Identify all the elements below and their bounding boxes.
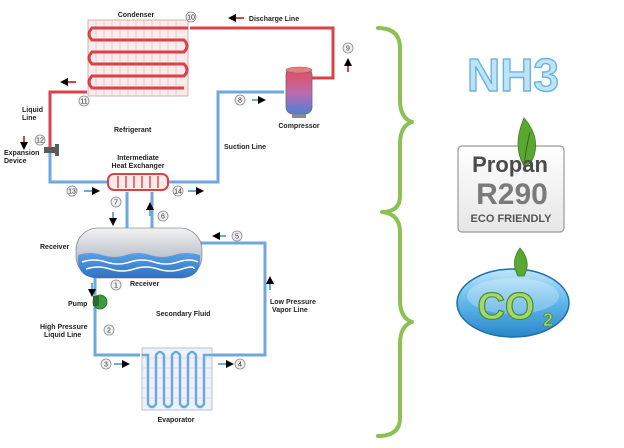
receiver-label: Receiver <box>40 244 69 251</box>
point-marker: 12 <box>34 134 46 146</box>
co2-logo: CO 2 <box>456 247 570 338</box>
secondary-fluid-label: Secondary Fluid <box>156 311 210 318</box>
point-marker: 7 <box>110 196 122 208</box>
receiver-bottom-label: Receiver <box>130 281 159 288</box>
point-marker: 10 <box>185 11 197 23</box>
discharge-line-label: Discharge Line <box>249 16 299 23</box>
propan-label: Propan <box>472 152 548 177</box>
flow-arrows <box>20 14 352 368</box>
leaf-icon <box>514 247 528 277</box>
point-marker: 5 <box>231 230 243 242</box>
svg-text:4: 4 <box>238 362 242 369</box>
diagram-labels: Condenser Discharge Line Liquid Line Ref… <box>4 12 320 424</box>
pump <box>92 294 108 310</box>
pump-label: Pump <box>68 301 87 308</box>
svg-text:5: 5 <box>235 234 239 241</box>
svg-text:11: 11 <box>80 99 87 106</box>
grouping-brace <box>376 26 414 438</box>
discharge-line-pipe <box>190 26 335 80</box>
eco-friendly-label: ECO FRIENDLY <box>471 213 553 225</box>
intermediate-heat-exchanger <box>107 173 169 191</box>
leaf-icon <box>517 117 537 167</box>
evaporator <box>141 347 213 411</box>
suction-line-label: Suction Line <box>224 144 266 151</box>
svg-text:14: 14 <box>174 189 182 196</box>
condenser-label: Condenser <box>118 12 155 19</box>
co-label: CO <box>478 286 535 328</box>
low-pressure-vapor-line-label: Low Pressure <box>270 299 316 306</box>
expansion-device-label: Expansion <box>4 150 39 157</box>
svg-text:8: 8 <box>238 98 242 105</box>
point-marker: 1 <box>110 279 122 291</box>
compressor <box>285 66 313 118</box>
svg-text:7: 7 <box>114 200 118 207</box>
expansion-device-label: Device <box>4 158 27 165</box>
expansion-outlet-pipe <box>48 150 110 184</box>
svg-text:6: 6 <box>161 214 165 221</box>
evaporator-label: Evaporator <box>158 417 195 424</box>
receiver-tank <box>75 227 203 279</box>
liquid-line-label: Liquid <box>22 107 43 114</box>
liquid-line-label: Line <box>22 115 36 122</box>
svg-text:1: 1 <box>114 283 118 290</box>
refrigerant-label: Refrigerant <box>114 127 152 134</box>
r290-label: R290 <box>476 178 548 211</box>
point-marker: 13 <box>66 185 78 197</box>
point-marker: 2 <box>103 324 115 336</box>
point-marker: 3 <box>100 358 112 370</box>
intermediate-hx-label: Heat Exchanger <box>112 163 165 170</box>
co2-subscript: 2 <box>543 310 553 330</box>
svg-text:9: 9 <box>346 46 350 53</box>
point-marker: 4 <box>234 358 246 370</box>
high-pressure-liquid-line-label: High Pressure <box>40 324 88 331</box>
intermediate-hx-label: Intermediate <box>117 155 159 162</box>
point-marker: 11 <box>78 95 90 107</box>
point-marker: 8 <box>234 94 246 106</box>
low-pressure-vapor-line-label: Vapor Line <box>272 307 308 314</box>
liquid-line-pipe <box>48 90 87 150</box>
point-marker: 9 <box>342 42 354 54</box>
compressor-label: Compressor <box>278 123 320 130</box>
nh3-logo: NH3 <box>467 49 559 101</box>
propan-r290-badge: Propan R290 ECO FRIENDLY <box>457 117 565 233</box>
svg-text:12: 12 <box>36 138 44 145</box>
high-pressure-liquid-line-label: Liquid Line <box>44 332 81 339</box>
svg-text:3: 3 <box>104 362 108 369</box>
svg-text:13: 13 <box>68 189 76 196</box>
expansion-device <box>44 144 59 156</box>
refrigerant-circuit <box>48 26 335 357</box>
point-markers: 1 2 3 4 5 6 7 8 9 10 11 12 13 14 <box>34 11 354 370</box>
point-marker: 6 <box>157 210 169 222</box>
svg-text:10: 10 <box>187 15 195 22</box>
condenser <box>87 19 189 97</box>
receiver-return-pipe <box>200 241 267 357</box>
svg-text:2: 2 <box>107 328 111 335</box>
point-marker: 14 <box>172 185 184 197</box>
suction-line-pipe <box>168 90 284 184</box>
